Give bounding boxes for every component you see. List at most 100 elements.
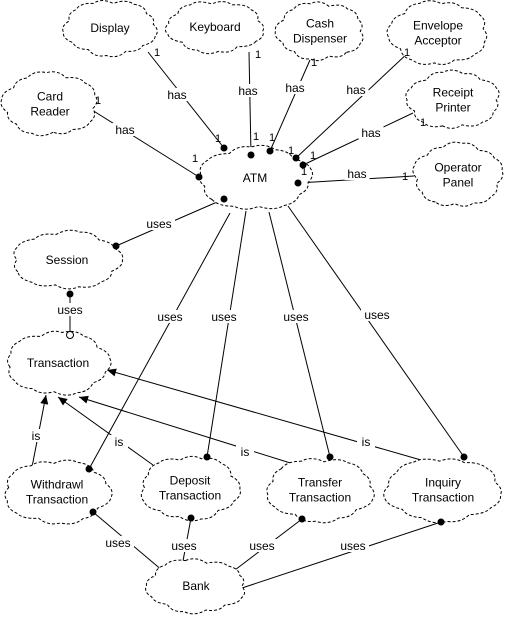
node-cloud-shape bbox=[386, 0, 488, 65]
edge-label-bg bbox=[54, 303, 86, 316]
node-label: Display bbox=[90, 21, 129, 35]
edge-transfer-is bbox=[78, 396, 301, 467]
edge-end-dot-atm-session bbox=[112, 242, 120, 250]
edge-label-display-atm: has bbox=[167, 88, 186, 102]
edge-label-transfer-bank: uses bbox=[249, 539, 274, 553]
edge-label-keyboard-atm: has bbox=[238, 84, 257, 98]
node-bank[interactable]: Bank bbox=[145, 558, 246, 615]
edge-label-envelope-atm: has bbox=[346, 83, 365, 97]
edge-label-bg bbox=[168, 539, 200, 552]
edge-label-bg bbox=[280, 310, 312, 323]
edge-label-bg bbox=[343, 83, 369, 96]
node-label: Bank bbox=[182, 579, 210, 593]
node-cloud-shape bbox=[0, 71, 98, 137]
node-label: Deposit bbox=[170, 474, 211, 488]
node-label: Session bbox=[46, 253, 89, 267]
edge-label-operator-atm: has bbox=[347, 167, 366, 181]
node-cloud-shape bbox=[145, 558, 246, 615]
node-atm[interactable]: ATM bbox=[198, 144, 313, 210]
node-keyboard[interactable]: Keyboard bbox=[164, 1, 265, 55]
edge-label-atm-inquiry: uses bbox=[364, 308, 389, 322]
edge-atm-transfer bbox=[268, 211, 331, 458]
edge-label-bg bbox=[102, 536, 134, 549]
multiplicity-to-operator-atm: 1 bbox=[301, 166, 307, 178]
edge-start-dot-atm-session bbox=[220, 195, 228, 203]
node-cloud-shape bbox=[412, 141, 504, 207]
edge-label-bg bbox=[282, 81, 308, 94]
node-label: Transaction bbox=[289, 491, 351, 505]
multiplicity-to-receipt-atm: 1 bbox=[310, 150, 316, 162]
edge-label-bg bbox=[235, 84, 261, 97]
multiplicity-from-receipt-atm: 1 bbox=[420, 117, 426, 129]
edge-end-dot-display-atm bbox=[220, 144, 228, 152]
edge-end-hollow-session-transaction bbox=[66, 331, 74, 339]
edge-label-bg bbox=[344, 167, 370, 180]
node-label: Withdrawl bbox=[31, 478, 84, 492]
edge-label-bg bbox=[164, 88, 190, 101]
multiplicity-from-display-atm: 1 bbox=[154, 47, 160, 59]
node-label: Dispenser bbox=[293, 32, 347, 46]
multiplicity-to-envelope-atm: 1 bbox=[288, 145, 294, 157]
multiplicity-from-keyboard-atm: 1 bbox=[255, 49, 261, 61]
node-label: Printer bbox=[435, 101, 470, 115]
node-label: Transaction bbox=[412, 491, 474, 505]
edge-label-bg bbox=[337, 539, 369, 552]
edge-label-atm-withdrawl: uses bbox=[157, 310, 182, 324]
multiplicity-to-display-atm: 1 bbox=[215, 133, 221, 145]
edge-start-dot-withdrawl-bank bbox=[89, 508, 97, 516]
node-session[interactable]: Session bbox=[13, 229, 124, 290]
multiplicity-from-operator-atm: 1 bbox=[402, 171, 408, 183]
node-cloud-shape bbox=[4, 459, 113, 525]
node-label: Cash bbox=[306, 17, 334, 31]
node-label: Transaction bbox=[159, 489, 221, 503]
edge-label-inquiry-bank: uses bbox=[340, 539, 365, 553]
inheritance-arrow-transfer-is bbox=[79, 395, 89, 404]
edge-start-dot-deposit-bank bbox=[187, 514, 195, 522]
node-cloud-shape bbox=[266, 458, 375, 524]
edge-label-bg bbox=[358, 126, 384, 139]
edge-label-bg bbox=[361, 308, 393, 321]
edge-label-bg bbox=[246, 539, 278, 552]
edge-atm-deposit bbox=[206, 210, 247, 458]
node-label: Receipt bbox=[433, 86, 474, 100]
multiplicity-to-keyboard-atm: 1 bbox=[253, 131, 259, 143]
node-transaction[interactable]: Transaction bbox=[7, 330, 112, 396]
edge-label-bg bbox=[110, 435, 128, 448]
node-cloud-shape bbox=[164, 1, 265, 55]
node-label: Keyboard bbox=[189, 20, 240, 34]
node-display[interactable]: Display bbox=[62, 0, 158, 58]
edge-end-dot-receipt-atm bbox=[299, 161, 307, 169]
node-label: Card bbox=[37, 90, 63, 104]
node-label: Reader bbox=[30, 105, 69, 119]
edge-label-bg bbox=[27, 429, 45, 442]
edge-end-dot-cardreader-atm bbox=[195, 173, 203, 181]
inheritance-arrow-deposit-is bbox=[58, 397, 68, 406]
multiplicity-from-cashdispenser-atm: 1 bbox=[311, 57, 317, 69]
edge-cashdispenser-atm bbox=[269, 59, 311, 152]
edge-receipt-atm bbox=[302, 112, 414, 166]
edge-end-dot-atm-inquiry bbox=[460, 453, 468, 461]
edge-label-inquiry-is: is bbox=[362, 435, 371, 449]
node-cloud-shape bbox=[274, 1, 364, 62]
edge-end-dot-operator-atm bbox=[294, 179, 302, 187]
node-label: Transaction bbox=[26, 493, 88, 507]
node-label: Acceptor bbox=[414, 34, 461, 48]
edge-label-withdrawl-is: is bbox=[32, 429, 41, 443]
edge-label-bg bbox=[236, 445, 254, 458]
node-cloud-shape bbox=[383, 458, 502, 524]
node-label: Envelope bbox=[413, 19, 463, 33]
node-label: Operator bbox=[434, 161, 481, 175]
node-cloud-shape bbox=[405, 69, 500, 129]
edge-atm-inquiry bbox=[287, 205, 465, 458]
